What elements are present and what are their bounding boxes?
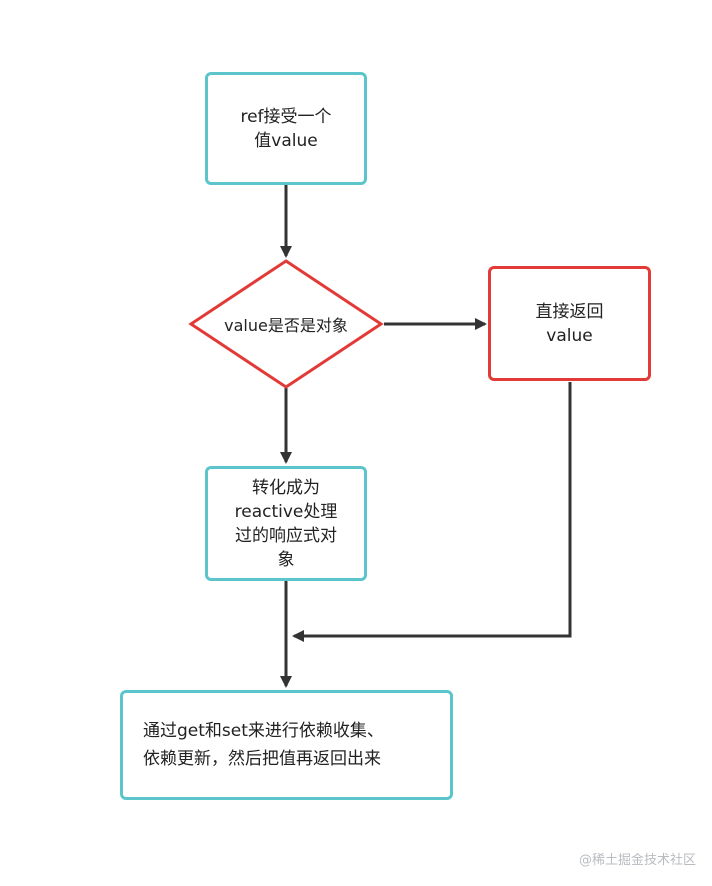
decision-diamond (188, 259, 384, 389)
final-node: 通过get和set来进行依赖收集、 依赖更新，然后把值再返回出来 (120, 690, 453, 800)
reactive-node-line-4: 象 (277, 549, 295, 570)
reactive-node-line-2: reactive处理 (234, 501, 338, 522)
reactive-node-line-3: 过的响应式对 (235, 525, 337, 546)
arrow-direct-to-merge (292, 382, 572, 642)
reactive-node-line-1: 转化成为 (252, 477, 320, 498)
watermark: @稀土掘金技术社区 (578, 853, 696, 868)
start-node-line-1: ref接受一个 (240, 106, 332, 127)
direct-return-line-2: value (546, 325, 593, 346)
start-node: ref接受一个 值value (205, 72, 367, 185)
final-node-line-1: 通过get和set来进行依赖收集、 (143, 721, 384, 741)
direct-return-line-1: 直接返回 (535, 301, 604, 322)
decision-node-label: value是否是对象 (224, 316, 348, 335)
start-node-line-2: 值value (254, 130, 318, 151)
final-node-line-2: 依赖更新，然后把值再返回出来 (143, 749, 381, 769)
direct-return-node: 直接返回 value (488, 266, 651, 381)
reactive-node: 转化成为 reactive处理 过的响应式对 象 (205, 466, 367, 581)
